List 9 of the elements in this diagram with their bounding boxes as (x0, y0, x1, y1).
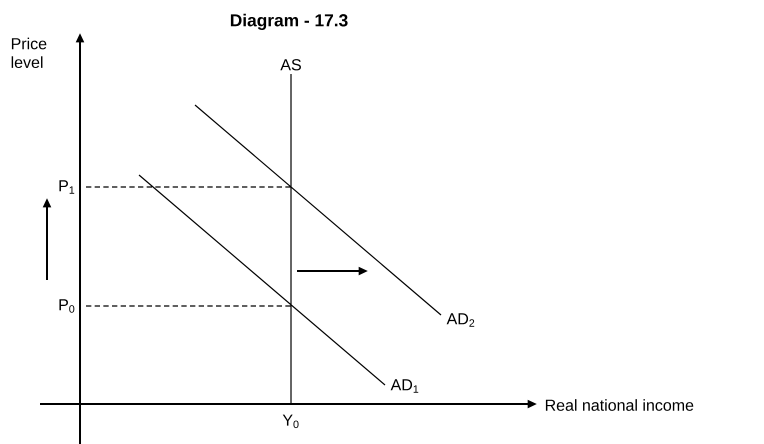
price-label: P$_{0}$ (59, 299, 74, 313)
axis-label: Y$_{0}$ (282, 414, 299, 428)
chart-title: Diagram - 17.3 (230, 14, 348, 30)
curve-label: AD$_{1}$ (390, 379, 418, 393)
curve-label: AS (280, 59, 301, 70)
price-label: P$_{1}$ (59, 180, 74, 194)
axis-label: Price level (12, 38, 46, 68)
axis-label: Real national income (546, 399, 694, 411)
curve-label: AD$_{2}$ (446, 313, 474, 327)
